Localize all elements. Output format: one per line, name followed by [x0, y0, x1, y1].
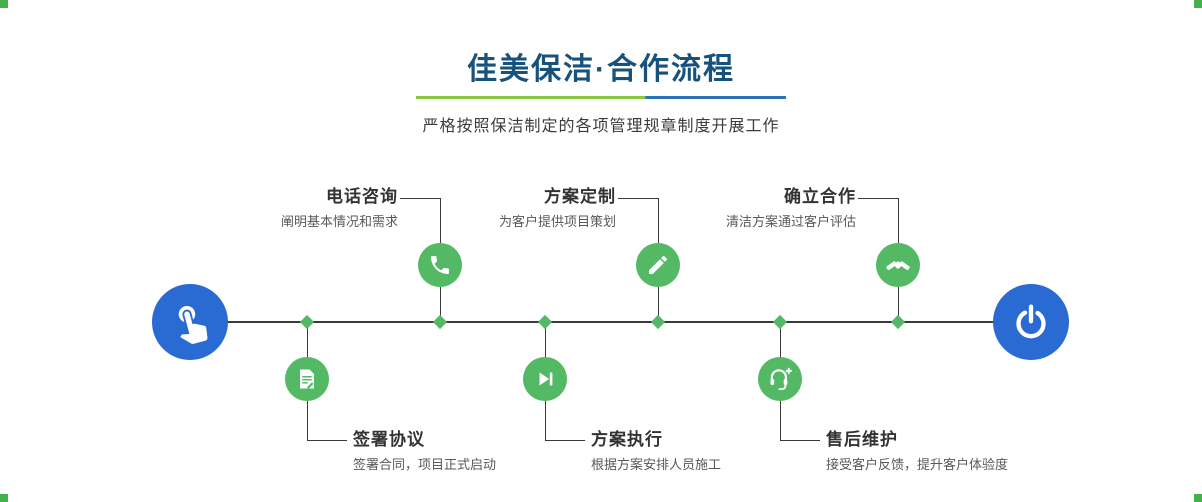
corner-marker — [1194, 494, 1202, 502]
step-description: 签署合同，项目正式启动 — [353, 457, 497, 472]
connector-line — [658, 198, 659, 243]
timeline-diamond-marker — [650, 314, 666, 330]
step-node-design — [636, 243, 680, 287]
step-description: 阐明基本情况和需求 — [280, 214, 398, 229]
step-title: 电话咨询 — [326, 187, 398, 206]
step-node-execute — [523, 357, 567, 401]
connector-line — [858, 198, 898, 199]
connector-line — [440, 198, 441, 243]
connector-line — [545, 401, 546, 440]
title-divider — [416, 96, 786, 99]
touch-hand-icon — [178, 306, 208, 344]
step-title: 确立合作 — [784, 187, 856, 206]
connector-line — [618, 198, 658, 199]
connector-line — [898, 287, 899, 322]
step-description: 清洁方案通过客户评估 — [725, 214, 856, 229]
connector-line — [307, 323, 308, 357]
timeline-diamond-marker — [890, 314, 906, 330]
play-icon — [539, 372, 553, 386]
timeline-diamond-marker — [432, 314, 448, 330]
step-title: 方案执行 — [591, 430, 663, 449]
corner-marker — [0, 0, 8, 8]
phone-icon — [431, 256, 449, 274]
design-pencil-icon — [649, 255, 668, 274]
connector-line — [658, 287, 659, 322]
power-icon — [1016, 304, 1046, 339]
step-title: 售后维护 — [826, 430, 898, 449]
contract-icon — [300, 369, 314, 389]
headset-plus-icon — [770, 367, 792, 391]
connector-line — [400, 198, 440, 199]
step-plan-customize: 方案定制 为客户提供项目策划 — [376, 187, 616, 230]
step-node-aftersales — [758, 357, 802, 401]
connector-line — [780, 440, 820, 441]
step-establish-cooperation: 确立合作 清洁方案通过客户评估 — [616, 187, 856, 230]
timeline-start-circle — [152, 284, 228, 360]
step-title: 方案定制 — [544, 187, 616, 206]
connector-line — [307, 440, 347, 441]
step-sign-agreement: 签署协议 签署合同，项目正式启动 — [353, 430, 633, 473]
page-subtitle: 严格按照保洁制定的各项管理规章制度开展工作 — [422, 118, 780, 135]
connector-line — [545, 440, 585, 441]
step-phone-consult: 电话咨询 阐明基本情况和需求 — [158, 187, 398, 230]
timeline-end-circle — [993, 284, 1069, 360]
step-node-contract — [285, 357, 329, 401]
step-description: 接受客户反馈，提升客户体验度 — [826, 457, 1009, 472]
corner-marker — [0, 494, 8, 502]
page-title: 佳美保洁·合作流程 — [467, 53, 735, 86]
step-node-phone — [418, 243, 462, 287]
step-description: 为客户提供项目策划 — [498, 214, 616, 229]
connector-line — [780, 401, 781, 440]
connector-line — [440, 287, 441, 322]
step-title: 签署协议 — [353, 430, 425, 449]
connector-line — [898, 198, 899, 243]
timeline-line — [190, 321, 1032, 323]
connector-line — [307, 401, 308, 440]
timeline-diamond-marker — [537, 314, 553, 330]
timeline-diamond-marker — [299, 314, 315, 330]
timeline-diamond-marker — [772, 314, 788, 330]
step-aftersales-maintenance: 售后维护 接受客户反馈，提升客户体验度 — [826, 430, 1106, 473]
step-node-cooperation — [876, 243, 920, 287]
step-plan-execution: 方案执行 根据方案安排人员施工 — [591, 430, 871, 473]
step-description: 根据方案安排人员施工 — [591, 457, 722, 472]
corner-marker — [1194, 0, 1202, 8]
connector-line — [780, 323, 781, 357]
connector-line — [545, 323, 546, 357]
handshake-icon — [886, 261, 910, 271]
